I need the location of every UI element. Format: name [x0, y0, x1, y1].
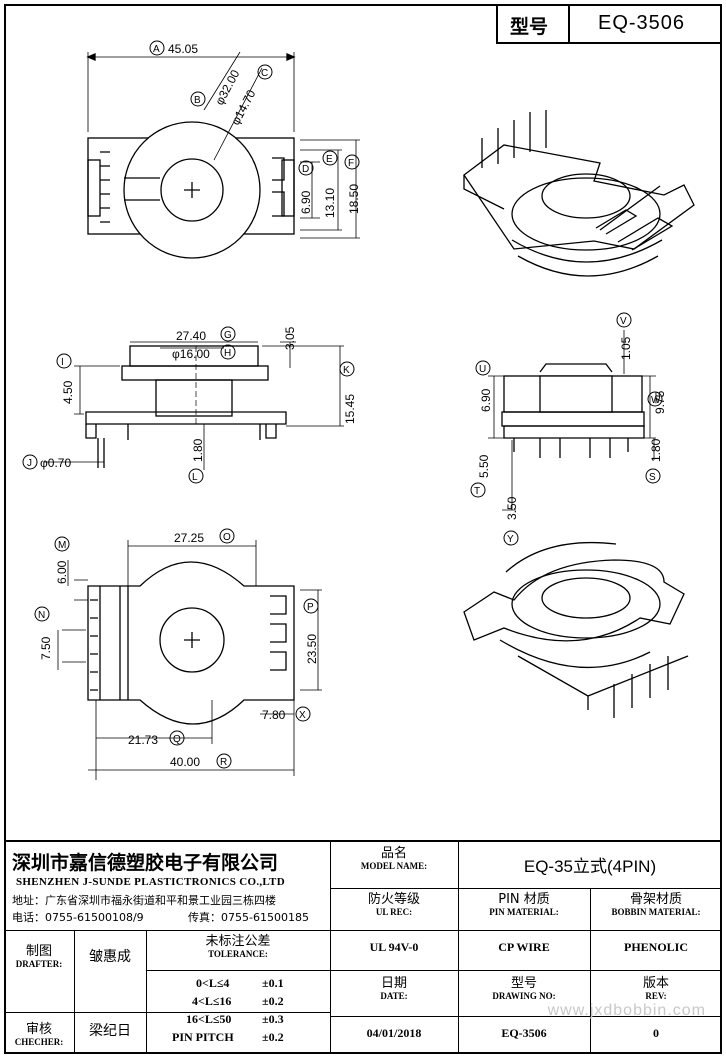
dim-N-marker: N — [38, 610, 45, 621]
dim-B-marker: B — [194, 95, 201, 106]
bobbin-material-value: PHENOLIC — [623, 940, 688, 954]
pin-material-value: CP WIRE — [498, 940, 550, 954]
dim-X-marker: X — [299, 710, 306, 721]
dim-Y-marker: Y — [507, 534, 514, 545]
tolerance-value-1: ±0.1 — [262, 976, 284, 990]
dim-I-marker: I — [61, 357, 64, 368]
bobbin-material-label: 骨架材质 BOBBIN MATERIAL: — [611, 892, 701, 917]
dim-Q-marker: Q — [173, 734, 181, 745]
tolerance-value-2: ±0.2 — [262, 994, 284, 1008]
dim-K-value: 15.45 — [343, 394, 357, 424]
rev-value: 0 — [653, 1026, 659, 1040]
dim-P-value: 23.50 — [305, 634, 319, 664]
date-label: 日期 DATE: — [380, 976, 408, 1001]
dim-N-value: 7.50 — [39, 636, 53, 660]
dim-T-value: 5.50 — [477, 454, 491, 478]
dim-M-marker: M — [58, 540, 66, 551]
tolerance-range-1: 0<L≤4 — [196, 976, 230, 990]
dim-K-marker: K — [343, 365, 350, 376]
dim-G-marker: G — [224, 330, 232, 341]
company-name-en: SHENZHEN J-SUNDE PLASTICTRONICS CO.,LTD — [16, 876, 285, 888]
front-view — [44, 341, 344, 470]
drawing-no-value: EQ-3506 — [501, 1026, 547, 1040]
technical-drawings — [22, 40, 695, 780]
dim-H-value: φ16.00 — [172, 347, 210, 361]
drawing-sheet — [4, 4, 722, 1054]
header-model-value: EQ-3506 — [598, 12, 686, 34]
drawing-no-label: 型号 DRAWING NO: — [492, 976, 556, 1001]
dim-V-marker: V — [620, 316, 627, 327]
dim-D-value: 6.90 — [299, 190, 313, 214]
dim-O-value: 27.25 — [174, 531, 204, 545]
tolerance-range-4: PIN PITCH — [172, 1030, 234, 1044]
dim-I-value: 4.50 — [61, 380, 75, 404]
dim-L-value: 1.80 — [191, 438, 205, 462]
dimension-markers — [22, 40, 663, 769]
tolerance-label: 未标注公差 TOLERANCE: — [205, 934, 271, 959]
dim-U-marker: U — [479, 364, 486, 375]
bottom-view — [57, 540, 322, 780]
dim-S-value: 1.80 — [649, 438, 663, 462]
drafter-value: 皱惠成 — [89, 949, 131, 965]
iso-view-bottom — [463, 541, 689, 718]
ul-value: UL 94V-0 — [369, 940, 419, 954]
tolerance-value-4: ±0.2 — [262, 1030, 284, 1044]
dim-O-marker: O — [223, 532, 231, 543]
model-name-label: 品名 MODEL NAME: — [360, 846, 428, 871]
iso-view-top — [463, 110, 695, 277]
company-tel: 电话：0755-61500108/9 — [12, 911, 144, 924]
rev-label: 版本 REV: — [642, 976, 669, 1001]
dim-R-value: 40.00 — [170, 755, 200, 769]
dim-W-marker: W — [651, 395, 661, 406]
dim-R-marker: R — [220, 757, 227, 768]
dim-V-value: 1.05 — [619, 336, 633, 360]
dim-305-value: 3.05 — [283, 326, 297, 350]
checker-value: 梁纪日 — [89, 1023, 131, 1039]
dim-Y-value: 3.50 — [505, 496, 519, 520]
tolerance-range-3: 16<L≤50 — [186, 1012, 232, 1026]
tolerance-value-3: ±0.3 — [262, 1012, 284, 1026]
dim-S-marker: S — [649, 472, 656, 483]
dim-J-value: φ0.70 — [40, 456, 71, 470]
top-view — [86, 51, 360, 259]
dim-D-marker: D — [302, 164, 309, 175]
dim-P-marker: P — [307, 602, 314, 613]
dimension-labels: A 45.05 B φ32.00 C φ14.70 6.90 D 13.10 E… — [27, 42, 667, 769]
dim-J-marker: J — [27, 458, 32, 469]
dim-F-value: 18.50 — [347, 184, 361, 214]
dim-U-value: 6.90 — [479, 388, 493, 412]
date-value: 04/01/2018 — [366, 1026, 422, 1040]
dim-E-marker: E — [326, 154, 333, 165]
dim-M-value: 6.00 — [55, 560, 69, 584]
drafter-label: 制图 DRAFTER: — [15, 944, 63, 969]
watermark: www.jxdbobbin.com — [547, 1002, 706, 1019]
checker-label: 审核 CHECHER: — [14, 1022, 64, 1047]
titleblock — [4, 840, 722, 1056]
dim-H-marker: H — [224, 348, 231, 359]
model-name-value: EQ-35立式(4PIN) — [523, 857, 657, 876]
company-address: 地址：广东省深圳市福永街道和平和景工业园三栋四楼 — [12, 894, 276, 907]
dim-L-marker: L — [192, 472, 198, 483]
company-fax: 传真：0755-61500185 — [188, 911, 309, 924]
header-box — [496, 4, 722, 44]
dim-T-marker: T — [474, 486, 480, 497]
side-view — [488, 330, 656, 511]
dim-A-value: 45.05 — [168, 42, 198, 56]
header-model-label: 型号 — [510, 16, 549, 38]
dim-Q-value: 21.73 — [128, 733, 158, 747]
dim-C-marker: C — [261, 68, 268, 79]
dim-G-value: 27.40 — [176, 329, 206, 343]
dim-E-value: 13.10 — [323, 188, 337, 218]
dim-C-value: φ14.70 — [228, 87, 258, 127]
pin-material-label: PIN 材质 PIN MATERIAL: — [489, 892, 559, 917]
dim-X-value: 7.80 — [262, 708, 286, 722]
ul-label: 防火等级 UL REC: — [367, 892, 420, 917]
dim-W-value: 9.75 — [653, 390, 667, 414]
tolerance-range-2: 4<L≤16 — [192, 994, 232, 1008]
dim-F-marker: F — [348, 158, 354, 169]
dim-A-marker: A — [153, 44, 160, 55]
company-name-cn: 深圳市嘉信德塑胶电子有限公司 — [12, 852, 279, 874]
